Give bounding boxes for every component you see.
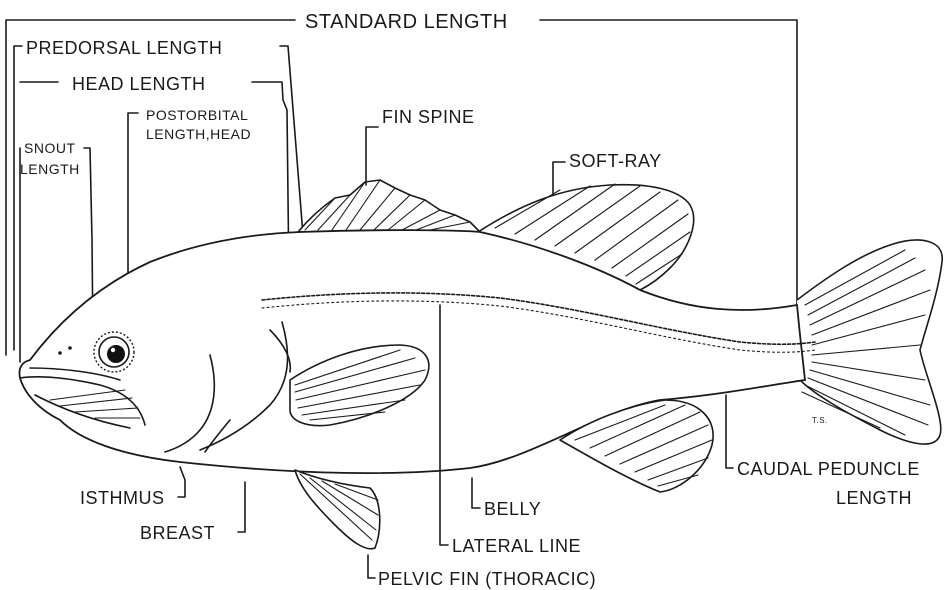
fish-eye [94,332,134,372]
caudal-fin [797,240,942,444]
artist-initials: T.S. [812,416,828,425]
caudal-peduncle-label-line2: LENGTH [836,488,912,508]
belly-label: BELLY [484,499,541,519]
postorbital-label-line1: POSTORBITAL [146,107,248,123]
fin-spine-label: FIN SPINE [382,107,475,127]
spiny-dorsal-fin [298,180,480,232]
isthmus-label: ISTHMUS [80,488,165,508]
soft-ray-label: SOFT-RAY [569,151,662,171]
caudal-peduncle-label-line1: CAUDAL PEDUNCLE [737,459,920,479]
breast-label: BREAST [140,523,215,543]
pelvic-fin [295,470,380,549]
snout-label-line2: LENGTH [20,161,80,177]
pelvic-fin-label: PELVIC FIN (THORACIC) [378,569,596,589]
lateral-line-label: LATERAL LINE [452,536,581,556]
snout-label-line1: SNOUT [24,140,76,156]
predorsal-length-label: PREDORSAL LENGTH [26,38,222,58]
head-length-label: HEAD LENGTH [72,74,206,94]
postorbital-label-line2: LENGTH,HEAD [146,126,251,142]
standard-length-label: STANDARD LENGTH [305,11,508,33]
